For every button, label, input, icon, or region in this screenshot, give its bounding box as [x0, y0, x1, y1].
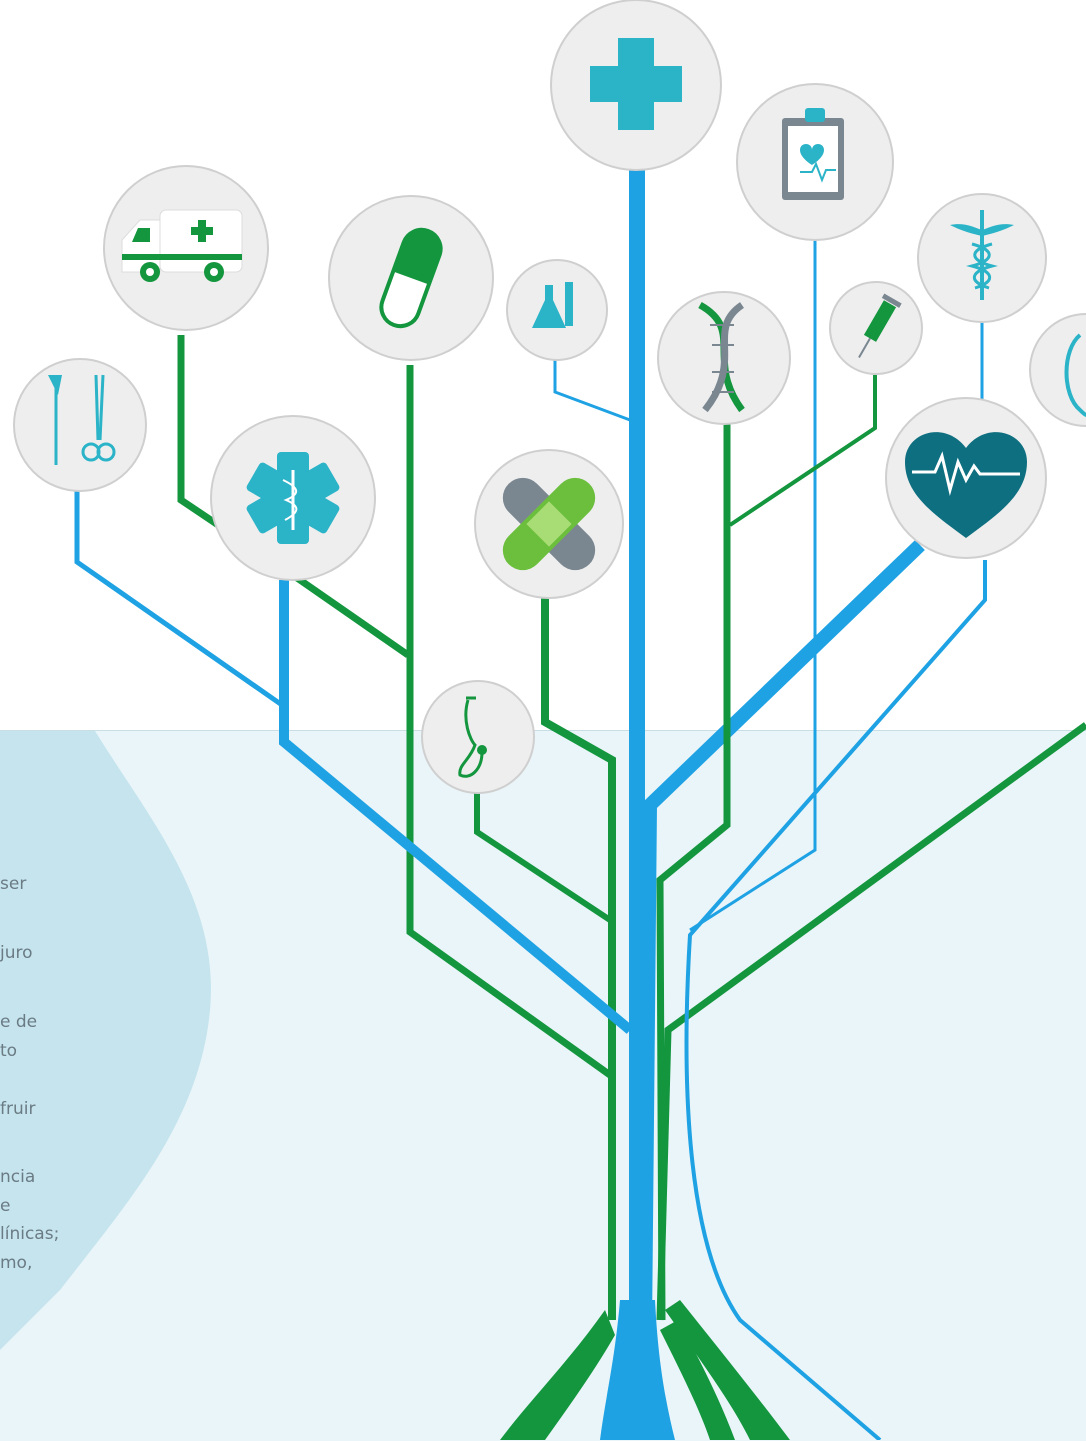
branch-heart-thin [684, 560, 987, 1440]
text-fragment-4: to [0, 1041, 18, 1061]
text-fragment-8: línicas; [0, 1224, 60, 1244]
text-fragment-6: ncia [0, 1167, 36, 1187]
branch-dna [656, 420, 731, 1321]
pill-icon [328, 195, 494, 361]
stethoscope-icon [1029, 313, 1086, 427]
surgical-tools-icon [13, 358, 147, 492]
star-of-life-icon [210, 415, 376, 581]
bandage-icon [474, 449, 624, 599]
text-fragment-9: mo, [0, 1253, 33, 1273]
branch-bandage [541, 595, 616, 1320]
heart-pulse-icon [885, 397, 1047, 559]
ambulance-icon [103, 165, 269, 331]
stethoscope-small-icon [421, 680, 535, 794]
branch-pill [406, 365, 613, 1078]
panel-wave [0, 731, 211, 1350]
branch-clipboard [689, 240, 817, 932]
text-fragment-1: ser [0, 874, 27, 894]
clipboard-heart-icon [736, 83, 894, 241]
cross-icon [550, 0, 722, 171]
dna-icon [657, 291, 791, 425]
caduceus-icon [917, 193, 1047, 323]
branch-surgical-tools [74, 490, 284, 708]
syringe-icon [829, 281, 923, 375]
branch-heart-pulse [638, 539, 925, 1331]
root-green-mid [660, 1320, 735, 1440]
text-fragment-5: fruir [0, 1099, 36, 1119]
text-fragment-2: juro [0, 943, 33, 963]
root-green-left [500, 1310, 615, 1440]
branch-flask [553, 360, 631, 422]
branch-syringe [728, 375, 877, 527]
branch-stethoscope [474, 790, 612, 923]
text-fragment-7: e [0, 1196, 11, 1216]
trunk-root-blue [600, 1300, 675, 1440]
flask-icon [506, 259, 608, 361]
branch-star-of-life [279, 580, 634, 1034]
text-fragment-3: e de [0, 1012, 38, 1032]
root-green-right [665, 1300, 790, 1440]
